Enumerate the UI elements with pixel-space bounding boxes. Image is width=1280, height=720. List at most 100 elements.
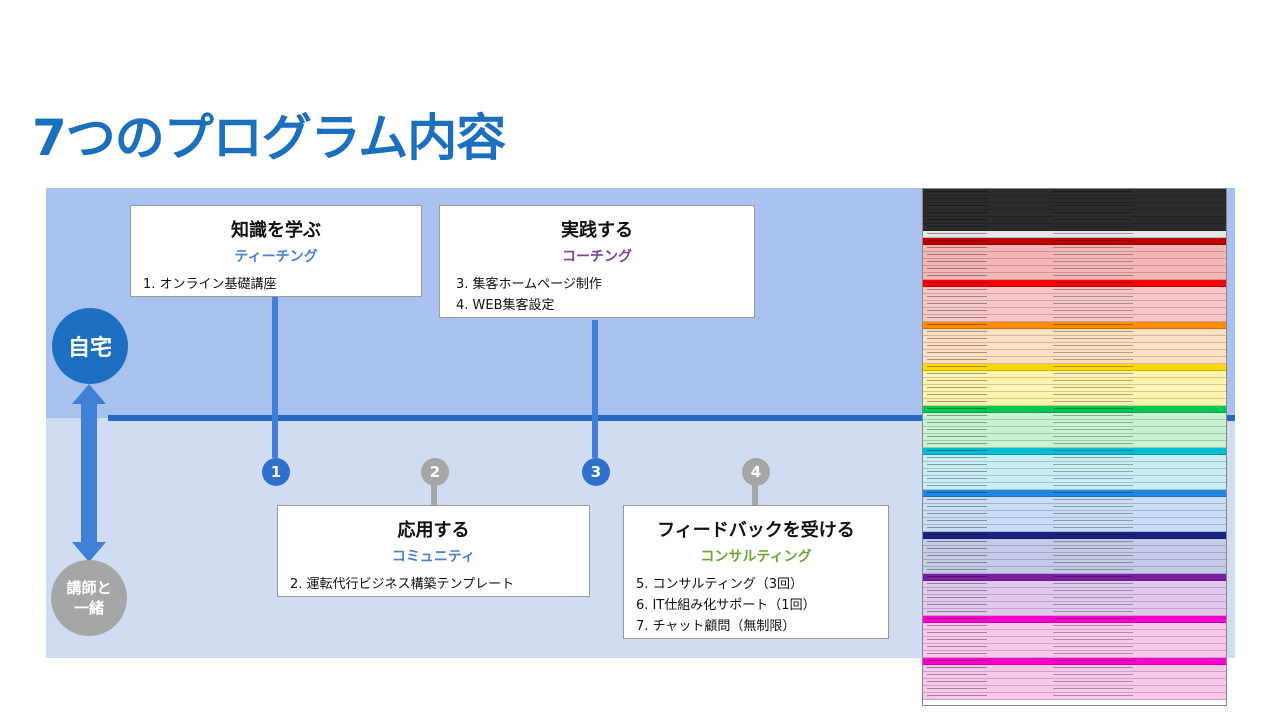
card-subtitle: コーチング	[562, 249, 632, 265]
card-title: 実践する	[561, 220, 633, 241]
connector-4	[752, 484, 758, 506]
arrow-up-icon	[72, 384, 106, 404]
sheet-section-row	[923, 280, 1226, 287]
sheet-data-row	[923, 546, 1226, 553]
card-title: 知識を学ぶ	[231, 220, 321, 241]
sheet-section-row	[923, 490, 1226, 497]
connector-1	[272, 296, 278, 458]
sheet-data-row	[923, 259, 1226, 266]
program-item: 1. オンライン基礎講座	[143, 277, 277, 292]
sheet-header-row	[923, 224, 1226, 231]
sheet-data-row	[923, 308, 1226, 315]
sheet-data-row	[923, 553, 1226, 560]
sheet-header-row	[923, 231, 1226, 238]
sheet-data-row	[923, 504, 1226, 511]
program-item: 3. 集客ホームページ制作	[456, 277, 602, 292]
sheet-data-row	[923, 455, 1226, 462]
double-arrow-shaft	[81, 400, 97, 546]
timeline-line	[108, 415, 1235, 421]
card-title: 応用する	[397, 520, 470, 541]
sheet-data-row	[923, 497, 1226, 504]
card-subtitle: コンサルティング	[700, 549, 812, 565]
card-items: 1. オンライン基礎講座	[131, 274, 421, 295]
sheet-data-row	[923, 399, 1226, 406]
sheet-data-row	[923, 315, 1226, 322]
sheet-data-row	[923, 476, 1226, 483]
sheet-data-row	[923, 462, 1226, 469]
sheet-section-row	[923, 658, 1226, 665]
sheet-data-row	[923, 294, 1226, 301]
arrow-down-icon	[72, 542, 106, 562]
connector-2	[431, 484, 437, 506]
sheet-section-row	[923, 238, 1226, 245]
sheet-header-row	[923, 196, 1226, 203]
page-title: 7つのプログラム内容	[32, 109, 506, 167]
spreadsheet-image	[922, 188, 1227, 706]
program-item: 4. WEB集客設定	[456, 298, 555, 313]
connector-3	[592, 320, 598, 458]
sheet-data-row	[923, 392, 1226, 399]
sheet-data-row	[923, 567, 1226, 574]
sheet-data-row	[923, 588, 1226, 595]
sheet-data-row	[923, 385, 1226, 392]
card-subtitle: コミュニティ	[391, 549, 476, 565]
sheet-data-row	[923, 609, 1226, 616]
sheet-section-row	[923, 364, 1226, 371]
sheet-header-row	[923, 217, 1226, 224]
sheet-data-row	[923, 329, 1226, 336]
sheet-section-row	[923, 448, 1226, 455]
sheet-data-row	[923, 413, 1226, 420]
sheet-data-row	[923, 630, 1226, 637]
sheet-section-row	[923, 616, 1226, 623]
step-marker-3: 3	[582, 458, 610, 486]
sheet-data-row	[923, 252, 1226, 259]
program-item: 6. IT仕組み化サポート（1回）	[636, 598, 816, 613]
sheet-data-row	[923, 301, 1226, 308]
sheet-data-row	[923, 378, 1226, 385]
sheet-data-row	[923, 343, 1226, 350]
sheet-data-row	[923, 623, 1226, 630]
step-marker-1: 1	[262, 458, 290, 486]
card-community: 応用する コミュニティ 2. 運転代行ビジネス構築テンプレート	[277, 505, 590, 597]
sheet-data-row	[923, 287, 1226, 294]
program-item: 7. チャット顧問（無制限）	[636, 619, 796, 634]
sheet-section-row	[923, 322, 1226, 329]
instructor-label-line1: 講師と	[66, 579, 112, 597]
sheet-data-row	[923, 644, 1226, 651]
sheet-header-row	[923, 210, 1226, 217]
sheet-data-row	[923, 350, 1226, 357]
card-items: 2. 運転代行ビジネス構築テンプレート	[278, 574, 589, 595]
instructor-circle: 講師と 一緒	[51, 560, 127, 636]
instructor-label-line2: 一緒	[73, 599, 104, 617]
sheet-data-row	[923, 693, 1226, 700]
sheet-header-row	[923, 203, 1226, 210]
sheet-section-row	[923, 406, 1226, 413]
sheet-data-row	[923, 560, 1226, 567]
sheet-data-row	[923, 371, 1226, 378]
sheet-data-row	[923, 266, 1226, 273]
step-marker-2: 2	[421, 458, 449, 486]
step-marker-4: 4	[742, 458, 770, 486]
program-item: 5. コンサルティング（3回）	[636, 577, 804, 592]
sheet-data-row	[923, 434, 1226, 441]
sheet-data-row	[923, 483, 1226, 490]
sheet-data-row	[923, 679, 1226, 686]
sheet-section-row	[923, 532, 1226, 539]
card-teaching: 知識を学ぶ ティーチング 1. オンライン基礎講座	[130, 205, 422, 297]
sheet-section-row	[923, 574, 1226, 581]
sheet-data-row	[923, 686, 1226, 693]
program-item: 2. 運転代行ビジネス構築テンプレート	[290, 577, 515, 592]
sheet-data-row	[923, 357, 1226, 364]
home-circle: 自宅	[52, 308, 128, 384]
sheet-data-row	[923, 511, 1226, 518]
sheet-data-row	[923, 672, 1226, 679]
sheet-data-row	[923, 525, 1226, 532]
card-items: 3. 集客ホームページ制作 4. WEB集客設定	[440, 274, 754, 316]
sheet-data-row	[923, 245, 1226, 252]
sheet-data-row	[923, 518, 1226, 525]
card-consulting: フィードバックを受ける コンサルティング 5. コンサルティング（3回） 6. …	[623, 505, 889, 639]
sheet-data-row	[923, 602, 1226, 609]
sheet-data-row	[923, 637, 1226, 644]
sheet-data-row	[923, 595, 1226, 602]
sheet-data-row	[923, 665, 1226, 672]
